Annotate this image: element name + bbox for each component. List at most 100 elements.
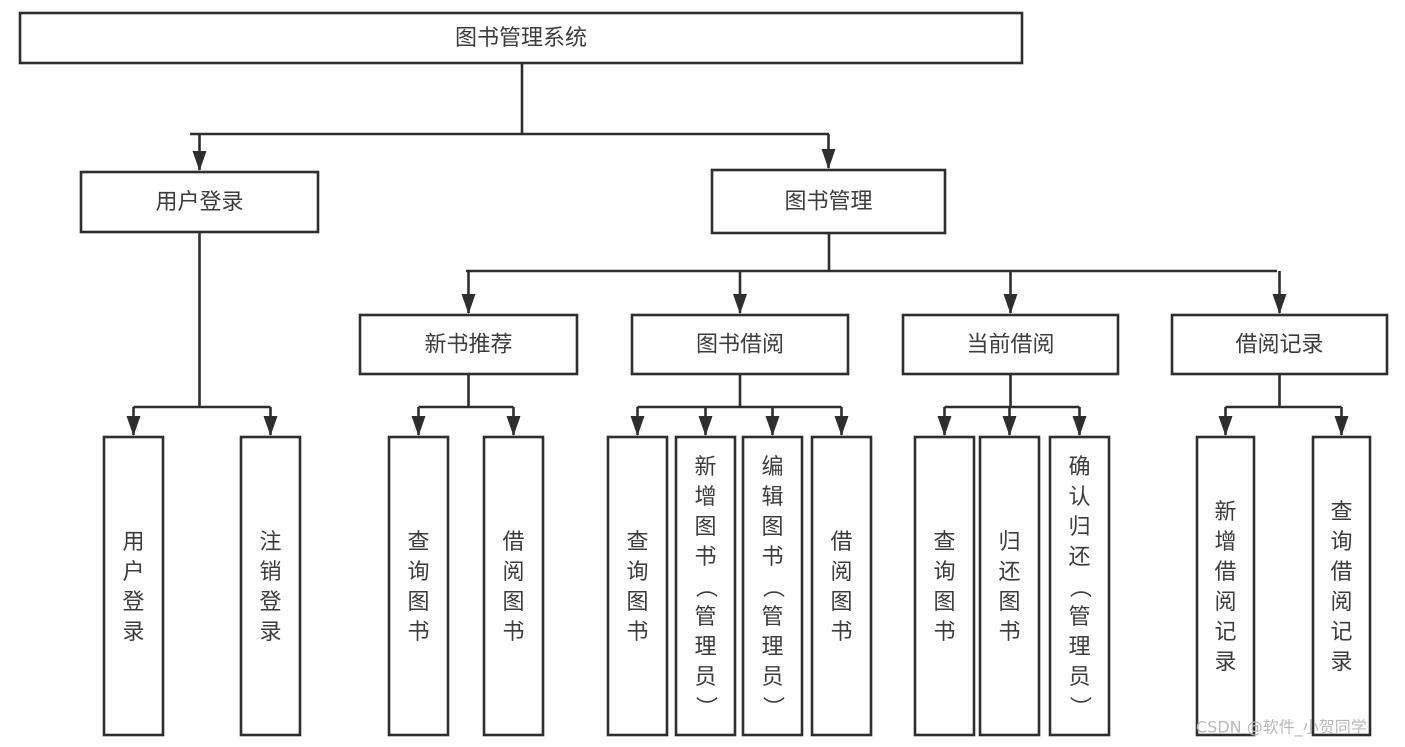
- leaf-label-char: （: [693, 576, 718, 598]
- leaf-label-char: 员: [694, 665, 716, 690]
- leaf-label-char: 图: [933, 590, 955, 615]
- leaf-label-char: （: [760, 576, 785, 598]
- leaf-label-char: 书: [933, 620, 955, 645]
- leaf-label-char: 书: [407, 620, 429, 645]
- arrow-head-icon-leaf-query-book-1: [411, 416, 426, 436]
- leaf-label-char: 户: [122, 560, 144, 585]
- node-label-root: 图书管理系统: [455, 26, 587, 51]
- node-box-root[interactable]: [18, 11, 1024, 65]
- leaf-label-char: 阅: [1214, 590, 1236, 615]
- leaf-label-char: 询: [933, 560, 955, 585]
- node-box-leaf-query-book-3[interactable]: [913, 435, 976, 737]
- node-box-leaf-edit-book[interactable]: [741, 435, 804, 737]
- node-box-book-borrow[interactable]: [630, 313, 850, 376]
- leaf-label-char: 书: [998, 620, 1020, 645]
- leaf-label-char: 销: [259, 560, 281, 585]
- leaf-label-char: ）: [760, 696, 785, 718]
- arrow-head-icon-book-borrow: [733, 294, 747, 314]
- leaf-label-char: 新: [694, 455, 716, 480]
- node-label-user-login: 用户登录: [155, 190, 243, 215]
- leaf-label-char: 查: [1330, 500, 1352, 525]
- leaf-label-char: 图: [694, 515, 716, 540]
- node-box-leaf-borrow-book-1[interactable]: [482, 435, 545, 737]
- leaf-label-char: 阅: [830, 560, 852, 585]
- leaf-label-char: （: [1067, 576, 1092, 598]
- leaf-label-char: 管: [694, 605, 716, 630]
- arrow-head-icon-leaf-query-book-3: [937, 416, 952, 436]
- node-box-leaf-query-book-1[interactable]: [387, 435, 450, 737]
- leaf-label-char: 询: [407, 560, 429, 585]
- leaf-label-char: 认: [1068, 485, 1090, 510]
- leaf-label-char: 确: [1068, 455, 1090, 480]
- leaf-label-char: 书: [761, 545, 783, 570]
- leaf-label-char: 增: [694, 485, 716, 510]
- leaf-label-char: 登: [122, 590, 144, 615]
- leaf-label-char: 图: [761, 515, 783, 540]
- arrow-head-icon-leaf-edit-book: [765, 416, 780, 436]
- node-box-user-login[interactable]: [79, 170, 320, 234]
- leaf-label-char: 书: [502, 620, 524, 645]
- node-box-leaf-add-book[interactable]: [674, 435, 737, 737]
- arrow-head-icon-leaf-borrow-book-1: [506, 416, 521, 436]
- leaf-label-char: 理: [694, 635, 716, 660]
- arrow-head-icon-leaf-query-record: [1334, 416, 1349, 436]
- leaf-label-char: 管: [761, 605, 783, 630]
- node-box-leaf-return-book[interactable]: [978, 435, 1041, 737]
- node-label-new-book-recommend: 新书推荐: [424, 333, 512, 358]
- node-box-leaf-add-record[interactable]: [1195, 435, 1256, 737]
- arrow-head-icon-user-login: [192, 151, 207, 171]
- leaf-label-char: 借: [1214, 560, 1236, 585]
- leaf-label-char: 阅: [1330, 590, 1352, 615]
- leaf-label-char: 查: [626, 530, 648, 555]
- node-box-leaf-user-logout[interactable]: [239, 435, 302, 737]
- leaf-label-char: 图: [407, 590, 429, 615]
- node-label-book-manage: 图书管理: [784, 190, 872, 215]
- leaf-label-char: 书: [694, 545, 716, 570]
- leaf-label-char: 录: [122, 620, 144, 645]
- leaf-label-char: 书: [626, 620, 648, 645]
- leaf-label-char: 询: [1330, 530, 1352, 555]
- leaf-label-char: 图: [626, 590, 648, 615]
- leaf-label-char: 录: [1330, 650, 1352, 675]
- arrow-head-icon-leaf-user-login: [126, 416, 141, 436]
- node-box-leaf-confirm-return[interactable]: [1048, 435, 1111, 737]
- leaf-label-char: 询: [626, 560, 648, 585]
- leaf-label-char: 理: [761, 635, 783, 660]
- arrow-head-icon-new-book-recommend: [461, 294, 476, 314]
- node-box-leaf-borrow-book-2[interactable]: [810, 435, 873, 737]
- node-box-leaf-query-book-2[interactable]: [606, 435, 669, 737]
- leaf-label-char: 查: [407, 530, 429, 555]
- arrow-head-icon-leaf-add-record: [1218, 416, 1233, 436]
- node-box-leaf-query-record[interactable]: [1311, 435, 1372, 737]
- leaf-label-char: 记: [1214, 620, 1236, 645]
- node-box-borrow-record[interactable]: [1170, 313, 1389, 376]
- leaf-label-char: 图: [998, 590, 1020, 615]
- leaf-label-char: 员: [1068, 665, 1090, 690]
- leaf-label-char: 员: [761, 665, 783, 690]
- leaf-label-char: ）: [1067, 696, 1092, 718]
- leaf-label-char: 录: [1214, 650, 1236, 675]
- node-box-leaf-user-login[interactable]: [102, 435, 165, 737]
- node-label-current-borrow: 当前借阅: [966, 333, 1054, 358]
- node-box-book-manage[interactable]: [710, 168, 947, 235]
- leaf-label-char: 阅: [502, 560, 524, 585]
- leaf-label-char: ）: [693, 696, 718, 718]
- leaf-label-char: 借: [1330, 560, 1352, 585]
- leaf-label-char: 增: [1214, 530, 1236, 555]
- leaf-label-char: 图: [830, 590, 852, 615]
- leaf-label-char: 编: [761, 455, 783, 480]
- leaf-label-char: 书: [830, 620, 852, 645]
- leaf-label-char: 记: [1330, 620, 1352, 645]
- leaf-label-char: 录: [259, 620, 281, 645]
